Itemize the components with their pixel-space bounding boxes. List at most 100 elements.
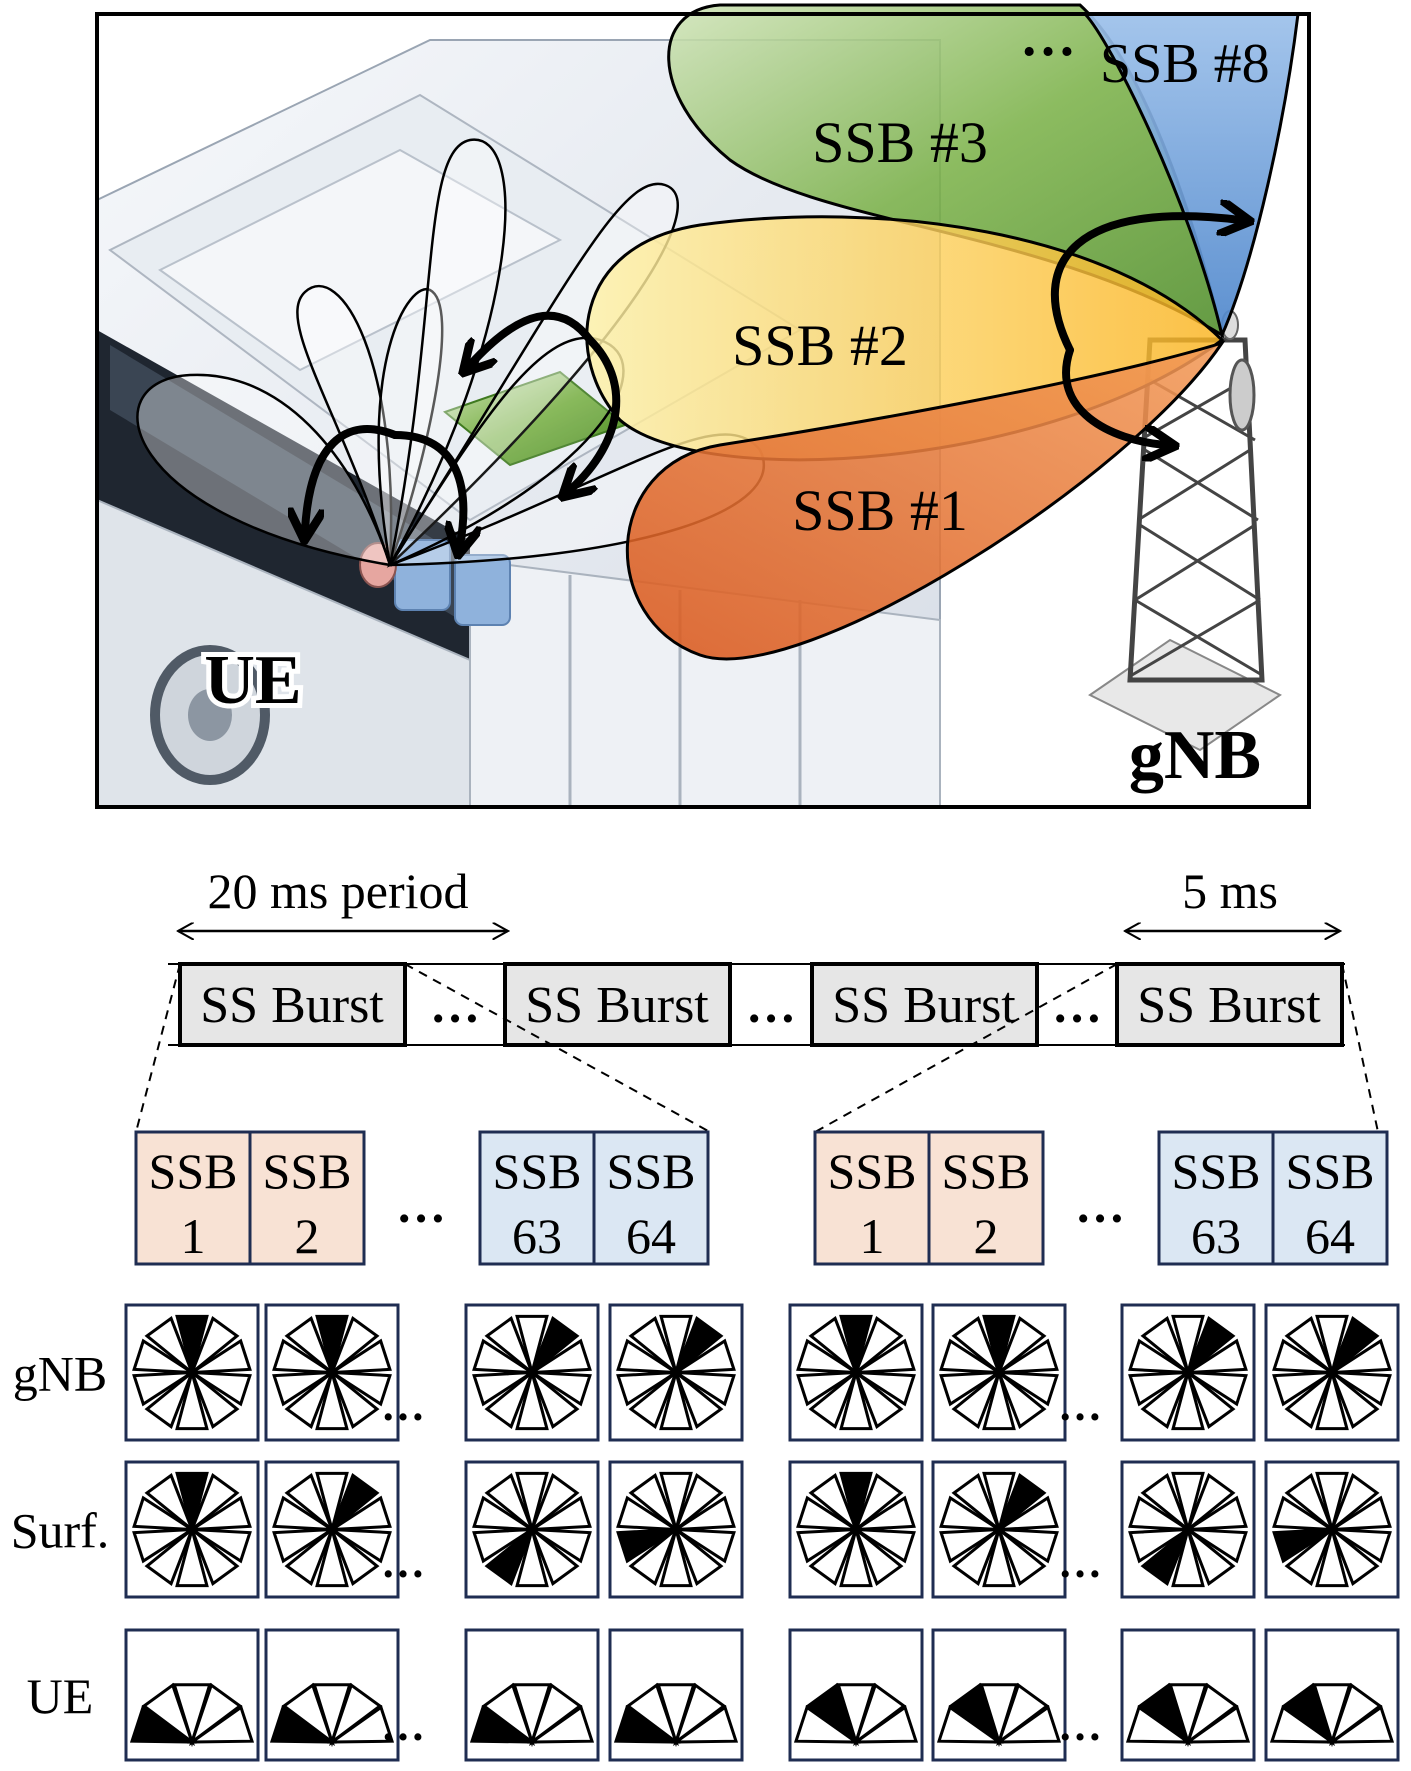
beam-sector — [472, 1338, 538, 1375]
ss-burst-2-label: SS Burst — [525, 977, 709, 1034]
ssb-block-label: SSB — [1172, 1143, 1261, 1199]
beam-sector — [1128, 1338, 1194, 1375]
beam-sector — [1128, 1527, 1194, 1564]
beam-sector — [1326, 1495, 1392, 1532]
ss-burst-2 — [503, 962, 732, 1047]
ssb-block — [592, 1130, 710, 1266]
beam-sector — [144, 1524, 196, 1586]
beam-row-ellipsis: … — [1058, 1701, 1102, 1750]
ssb-block-label: SSB — [942, 1143, 1031, 1199]
beam-sector — [672, 1524, 724, 1586]
ssb-ellipsis: … — [396, 1177, 446, 1233]
duration-label: 5 ms — [1182, 863, 1278, 919]
beam-sector — [188, 1316, 240, 1378]
beam-sector — [852, 1524, 904, 1586]
beam-sector — [326, 1495, 392, 1532]
beam-sector — [187, 1705, 255, 1744]
beam-row-ellipsis: … — [381, 1381, 425, 1430]
beam-sector — [1171, 1314, 1205, 1379]
beam-sector — [672, 1473, 724, 1535]
beam-sector — [527, 1705, 595, 1744]
beam-sector — [616, 1338, 682, 1375]
beam-sector — [796, 1370, 862, 1407]
beam-sector — [284, 1524, 336, 1586]
beam-sector — [839, 1366, 873, 1431]
beam-sector — [951, 1316, 1003, 1378]
beam-sector — [1284, 1367, 1336, 1429]
timeline-ellipsis-1: … — [430, 977, 480, 1033]
beam-sector — [994, 1705, 1062, 1744]
beam-sector — [851, 1705, 919, 1744]
beam-sector — [1326, 1338, 1392, 1375]
beam-sector — [939, 1370, 1005, 1407]
beam-sector — [1184, 1473, 1236, 1535]
beam-sector — [628, 1473, 680, 1535]
beam-sector — [670, 1527, 736, 1564]
beam-sector — [328, 1316, 380, 1378]
beam-sector-active — [528, 1316, 580, 1378]
beam-sector — [852, 1473, 904, 1535]
ssb-block-index: 2 — [974, 1208, 999, 1264]
beam-sector-active — [1328, 1316, 1380, 1378]
beam-sector — [132, 1338, 198, 1375]
ssb-block-index: 64 — [626, 1208, 676, 1264]
beam-sector — [1315, 1314, 1349, 1379]
ssb1-beam — [626, 340, 1226, 661]
ssb-block-index: 1 — [860, 1208, 885, 1264]
beam-row-ellipsis: … — [1058, 1381, 1102, 1430]
beam-sector — [670, 1338, 736, 1375]
beam-sector — [484, 1316, 536, 1378]
beam-sector-active — [616, 1527, 682, 1564]
ss-burst-4-label: SS Burst — [1137, 977, 1321, 1034]
ssb-block — [927, 1130, 1045, 1266]
beam-sector — [939, 1338, 1005, 1375]
beam-sector — [144, 1367, 196, 1429]
gnb-ssb-beams — [585, 3, 1300, 661]
beam-sector — [515, 1523, 549, 1588]
ss-burst-3 — [810, 962, 1039, 1047]
ssb-block-index: 64 — [1305, 1208, 1355, 1264]
beam-sector — [326, 1527, 392, 1564]
beam-sector — [993, 1338, 1059, 1375]
beam-row-label: gNB — [13, 1346, 107, 1402]
beam-sector — [515, 1471, 549, 1536]
beam-sector — [272, 1370, 338, 1407]
beam-sector — [526, 1370, 592, 1407]
ss-burst-3-label: SS Burst — [832, 977, 1016, 1034]
ris-sweep-arrow-left — [470, 311, 594, 365]
beam-sector — [1184, 1524, 1236, 1586]
ris-sweep-arrow-down — [570, 336, 621, 490]
beam-sector-active — [839, 1314, 873, 1379]
beam-sector — [284, 1473, 336, 1535]
beam-sector — [850, 1527, 916, 1564]
beam-sector — [796, 1495, 862, 1532]
beam-sector — [484, 1367, 536, 1429]
beam-sector — [995, 1367, 1047, 1429]
beam-sector — [995, 1316, 1047, 1378]
beam-sector — [808, 1473, 860, 1535]
beam-sector-active — [982, 1314, 1016, 1379]
beam-sector — [628, 1367, 680, 1429]
beam-sector — [671, 1705, 739, 1744]
period-label: 20 ms period — [207, 863, 468, 919]
beam-sector — [993, 1370, 1059, 1407]
beam-sector — [1328, 1367, 1380, 1429]
ssb-block-label: SSB — [607, 1143, 696, 1199]
beam-sector — [951, 1367, 1003, 1429]
beam-sector — [144, 1316, 196, 1378]
beam-sector — [186, 1495, 252, 1532]
beam-sector — [526, 1527, 592, 1564]
beam-sector — [951, 1524, 1003, 1586]
beam-row-label: UE — [27, 1668, 94, 1724]
beam-sector — [188, 1524, 240, 1586]
beam-sector — [993, 1527, 1059, 1564]
beam-sector — [1327, 1705, 1395, 1744]
scene-illustration: SSB #8 … SSB #3 SSB #2 SSB #1 UE gNB — [95, 3, 1311, 809]
ssb8-label: SSB #8 — [1100, 33, 1270, 95]
ssb-block — [134, 1130, 252, 1266]
ssb-block-index: 63 — [1191, 1208, 1241, 1264]
beam-sector — [1128, 1370, 1194, 1407]
ss-burst-1 — [178, 962, 407, 1047]
ssb-block-label: SSB — [149, 1143, 238, 1199]
